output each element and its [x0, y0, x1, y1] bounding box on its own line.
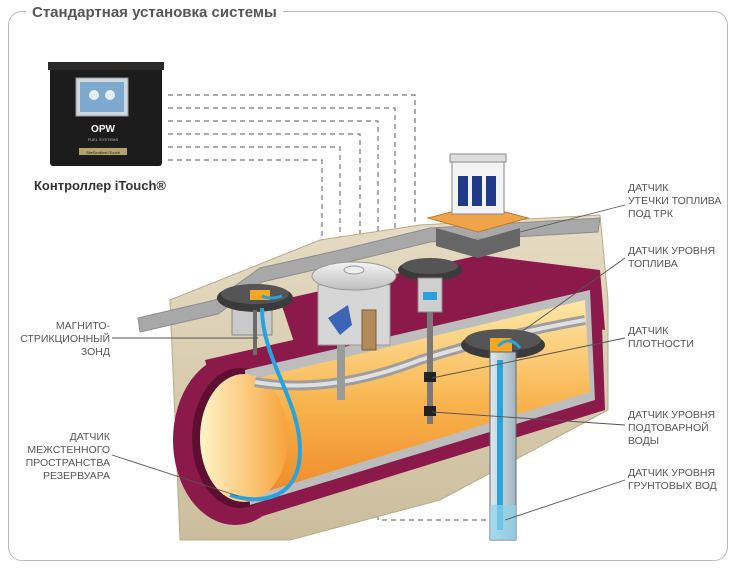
- leader-water: [431, 411, 626, 426]
- label-interstitial-line-2: МЕЖСТЕННОГО: [27, 444, 110, 456]
- leader-leak: [519, 204, 626, 233]
- leader-fuel-level: [509, 257, 626, 341]
- fuel-dispenser: [426, 153, 530, 258]
- label-leak-line-1: ДАТЧИК: [628, 182, 669, 194]
- itouch-controller: OPW FUEL SYSTEMS SiteSentinel iTouch: [48, 62, 164, 166]
- manhole-right: [461, 329, 545, 541]
- label-water-line-3: ВОДЫ: [628, 435, 659, 447]
- label-density: ДАТЧИК ПЛОТНОСТИ: [628, 325, 694, 351]
- label-groundwater: ДАТЧИК УРОВНЯ ГРУНТОВЫХ ВОД: [628, 467, 717, 493]
- wire-5: [168, 146, 341, 290]
- ground-surface: [137, 217, 601, 333]
- controller-panel-label: SiteSentinel iTouch: [86, 150, 120, 155]
- wire-4: [168, 133, 361, 280]
- label-interstitial-line-4: РЕЗЕРВУАРА: [42, 470, 110, 482]
- label-fuel-level-line-2: ТОПЛИВА: [628, 258, 678, 270]
- label-interstitial: ДАТЧИК МЕЖСТЕННОГО ПРОСТРАНСТВА РЕЗЕРВУА…: [12, 431, 110, 483]
- label-fuel-level: ДАТЧИК УРОВНЯ ТОПЛИВА: [628, 245, 715, 271]
- label-probe-line-3: ЗОНД: [80, 346, 110, 358]
- label-fuel-level-line-1: ДАТЧИК УРОВНЯ: [628, 245, 716, 257]
- wire-2: [168, 107, 396, 250]
- leader-density: [431, 337, 626, 379]
- label-probe-line-2: СТРИКЦИОННЫЙ: [20, 333, 110, 345]
- diagram-frame: [8, 11, 728, 561]
- label-interstitial-line-1: ДАТЧИК: [69, 431, 110, 443]
- controller-brand: OPW: [91, 124, 115, 135]
- label-water-line-1: ДАТЧИК УРОВНЯ: [628, 409, 716, 421]
- label-probe-line-1: МАГНИТО-: [55, 320, 110, 332]
- leader-ground: [504, 479, 626, 521]
- manhole-probe: [217, 284, 303, 502]
- label-ground-line-2: ГРУНТОВЫХ ВОД: [628, 480, 717, 492]
- leader-interstitial: [111, 454, 239, 497]
- label-density-line-1: ДАТЧИК: [628, 325, 669, 337]
- wire-3: [168, 120, 379, 270]
- label-probe: МАГНИТО- СТРИКЦИОННЫЙ ЗОНД: [12, 320, 110, 359]
- label-water-line-2: ПОДТОВАРНОЙ: [628, 422, 709, 434]
- label-water-level: ДАТЧИК УРОВНЯ ПОДТОВАРНОЙ ВОДЫ: [628, 409, 715, 448]
- diagram-title: Стандартная установка системы: [26, 4, 283, 21]
- label-interstitial-line-3: ПРОСТРАНСТВА: [25, 457, 110, 469]
- submersible-pump: [311, 261, 397, 400]
- manhole-fuel-level: [398, 258, 462, 424]
- label-leak-sensor: ДАТЧИК УТЕЧКИ ТОПЛИВА ПОД ТРК: [628, 182, 721, 221]
- label-leak-line-2: УТЕЧКИ ТОПЛИВА: [628, 195, 722, 207]
- label-ground-line-1: ДАТЧИК УРОВНЯ: [628, 467, 716, 479]
- controller-caption: Контроллер iTouch®: [34, 178, 166, 193]
- controller-brand-sub: FUEL SYSTEMS: [88, 137, 119, 142]
- label-density-line-2: ПЛОТНОСТИ: [628, 338, 694, 350]
- wire-1: [168, 94, 416, 245]
- label-leak-line-3: ПОД ТРК: [628, 208, 674, 220]
- leader-lines: [111, 204, 626, 521]
